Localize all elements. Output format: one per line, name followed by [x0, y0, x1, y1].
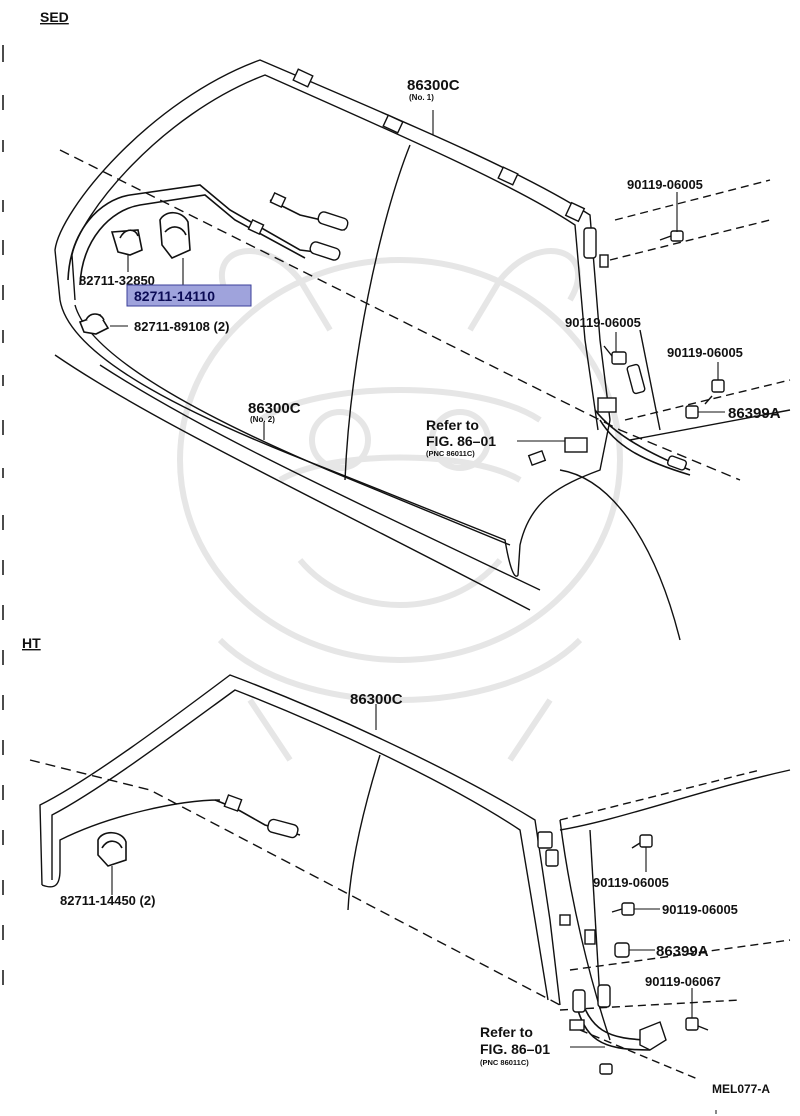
hardtop-clamp-part: [97, 831, 127, 867]
refer-fig-86-01-link[interactable]: FIG. 86–01: [426, 433, 496, 449]
label-90119-06067[interactable]: 90119-06067: [645, 974, 721, 989]
label-90119-06005-a[interactable]: 90119-06005: [627, 177, 703, 192]
label-86300c-ht[interactable]: 86300C: [350, 691, 403, 708]
refer-fig-86-01-link-ht[interactable]: FIG. 86–01: [480, 1041, 550, 1057]
section-label-sedan: SED: [40, 9, 69, 25]
hardtop-body-outline: [29, 674, 791, 1081]
screw-icon: [611, 351, 627, 365]
label-90119-06005-b[interactable]: 90119-06005: [565, 315, 641, 330]
clamp-82711-14450-icon: [97, 831, 127, 867]
label-no1: (No. 1): [409, 93, 434, 102]
label-86399a-ht[interactable]: 86399A: [656, 943, 709, 960]
label-86399a[interactable]: 86399A: [728, 405, 781, 422]
screw-icon: [670, 230, 684, 242]
cap-icon: [685, 405, 699, 419]
sedan-harness-wires: [67, 184, 691, 476]
sedan-connectors: [247, 68, 688, 471]
label-no2: (No. 2): [250, 415, 275, 424]
diagram-code: MEL077-A: [712, 1082, 770, 1096]
sedan-leader-lines: [110, 110, 725, 442]
refer-to-text: Refer to: [426, 417, 479, 433]
section-label-hardtop: HT: [22, 635, 41, 651]
label-82711-14450[interactable]: 82711-14450 (2): [60, 893, 155, 908]
highlight-box: [126, 284, 252, 307]
hardtop-harness-wires: [214, 799, 656, 1051]
label-86300c-no1[interactable]: 86300C: [407, 77, 460, 94]
sedan-body-outline: [54, 59, 791, 641]
refer-to-text-ht: Refer to: [480, 1024, 533, 1040]
clamp-82711-14110-icon: [159, 211, 191, 259]
refer-pnc-text: (PNC 86011C): [426, 449, 475, 458]
label-90119-06005-ht-a[interactable]: 90119-06005: [593, 875, 669, 890]
screw-icon: [685, 1017, 699, 1031]
label-82711-14110-highlighted[interactable]: 82711-14110: [134, 288, 215, 304]
watermark-logo: [177, 248, 623, 762]
screw-icon: [621, 902, 635, 916]
hardtop-section: HT: [22, 635, 791, 1081]
screw-icon: [639, 834, 653, 848]
cap-icon: [614, 942, 630, 958]
sedan-fasteners: [603, 230, 725, 419]
label-82711-32850[interactable]: 82711-32850: [79, 273, 155, 288]
label-90119-06005-ht-b[interactable]: 90119-06005: [662, 902, 738, 917]
hardtop-connectors: [223, 794, 667, 1075]
label-86300c-no2[interactable]: 86300C: [248, 400, 301, 417]
screw-icon: [711, 379, 725, 393]
label-90119-06005-c[interactable]: 90119-06005: [667, 345, 743, 360]
refer-pnc-text-ht: (PNC 86011C): [480, 1058, 529, 1067]
label-82711-89108[interactable]: 82711-89108 (2): [134, 319, 229, 334]
hardtop-leader-lines: [111, 704, 693, 1048]
hardtop-fasteners: [611, 834, 709, 1031]
sedan-clamp-parts: [78, 211, 191, 335]
sedan-section: SED: [40, 9, 791, 641]
